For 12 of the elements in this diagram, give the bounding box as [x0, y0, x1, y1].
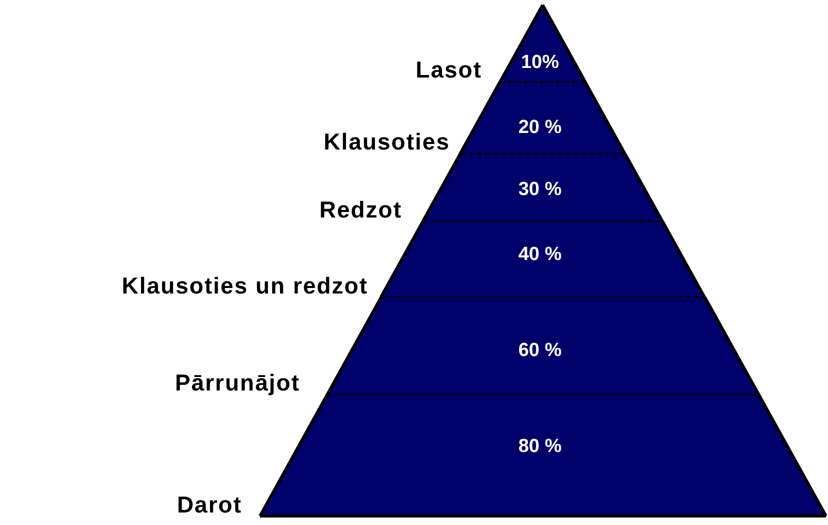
percentage-label: 10% [520, 52, 559, 74]
percentage-label: 30 % [518, 179, 562, 201]
level-label: Klausoties un redzot [122, 272, 368, 300]
level-label: Klausoties [324, 128, 450, 156]
percentage-label: 60 % [518, 340, 562, 362]
percentage-label: 80 % [518, 436, 562, 458]
percentage-label: 40 % [518, 244, 562, 266]
level-label: Lasot [416, 56, 482, 84]
percentage-label: 20 % [518, 117, 562, 139]
level-label: Redzot [319, 196, 402, 224]
level-label: Pārrunājot [174, 370, 300, 396]
level-label: Darot [176, 492, 242, 518]
